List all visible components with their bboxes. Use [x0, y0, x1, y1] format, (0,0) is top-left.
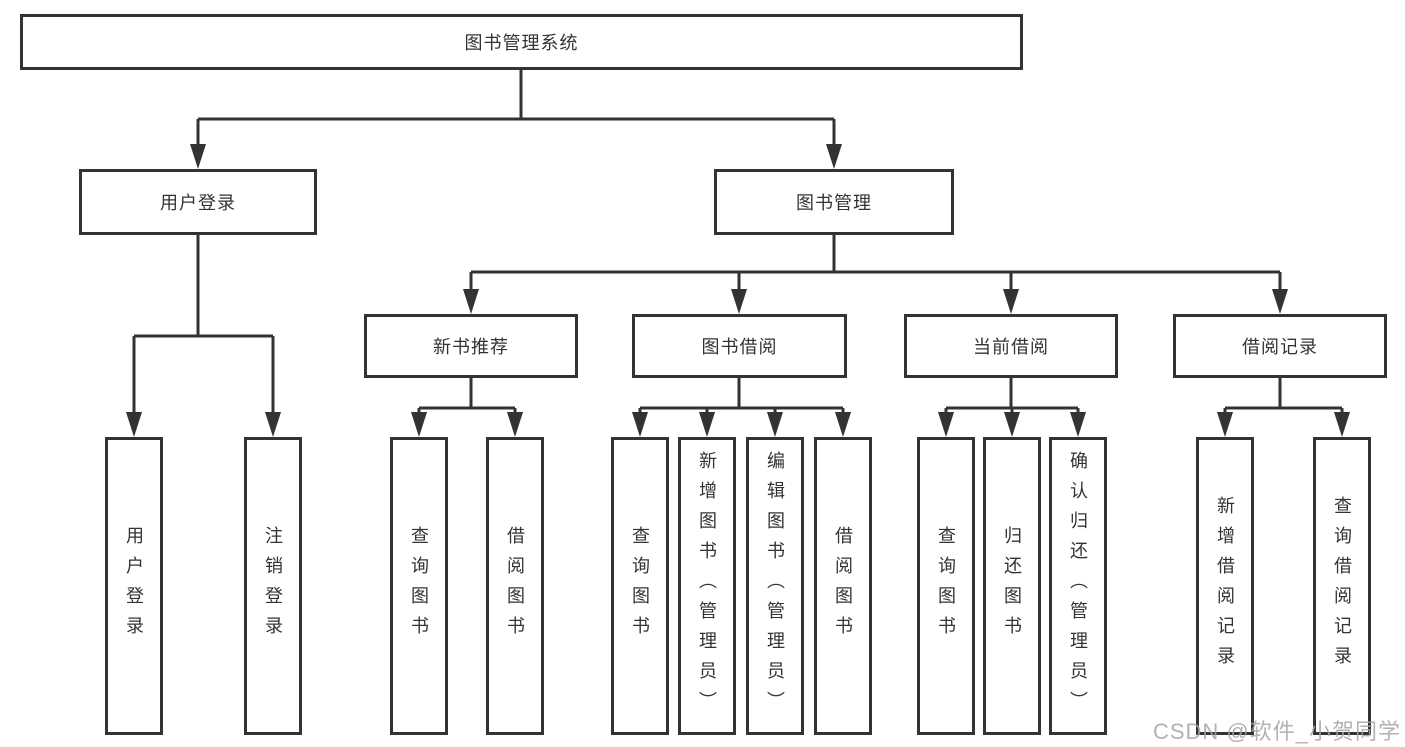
node-user-login: 用户登录 — [79, 169, 317, 235]
leaf-query-books-2: 查询图书 — [611, 437, 669, 735]
leaf-confirm-return-admin: 确认归还（管理员） — [1049, 437, 1107, 735]
leaf-return-book: 归还图书 — [983, 437, 1041, 735]
leaf-add-borrow-record: 新增借阅记录 — [1196, 437, 1254, 735]
leaf-label: 注销登录 — [263, 526, 283, 646]
watermark-text: CSDN @软件_小贺同学 — [1152, 719, 1401, 744]
node-current-borrowing: 当前借阅 — [904, 314, 1118, 378]
leaf-label: 查询借阅记录 — [1332, 496, 1352, 676]
leaf-borrow-books: 借阅图书 — [486, 437, 544, 735]
leaf-logout-login: 注销登录 — [244, 437, 302, 735]
leaf-label: 确认归还（管理员） — [1068, 451, 1088, 721]
leaf-label: 编辑图书（管理员） — [765, 451, 785, 721]
leaf-label: 新增图书（管理员） — [697, 451, 717, 721]
leaf-user-login: 用户登录 — [105, 437, 163, 735]
leaf-label: 查询图书 — [409, 526, 429, 646]
node-new-book-recommendation: 新书推荐 — [364, 314, 578, 378]
node-book-management: 图书管理 — [714, 169, 954, 235]
node-label: 图书管理 — [796, 193, 872, 213]
leaf-label: 查询图书 — [630, 526, 650, 646]
node-library-management-system: 图书管理系统 — [20, 14, 1023, 70]
leaf-label: 借阅图书 — [833, 526, 853, 646]
node-label: 用户登录 — [160, 193, 236, 213]
leaf-label: 查询图书 — [936, 526, 956, 646]
node-label: 当前借阅 — [973, 337, 1049, 357]
leaf-borrow-books-2: 借阅图书 — [814, 437, 872, 735]
node-borrowing-records: 借阅记录 — [1173, 314, 1387, 378]
node-label: 新书推荐 — [433, 337, 509, 357]
leaf-query-borrow-record: 查询借阅记录 — [1313, 437, 1371, 735]
node-label: 图书借阅 — [701, 337, 778, 357]
leaf-label: 归还图书 — [1002, 526, 1022, 646]
leaf-query-books: 查询图书 — [390, 437, 448, 735]
leaf-label: 借阅图书 — [505, 526, 525, 646]
leaf-edit-book-admin: 编辑图书（管理员） — [746, 437, 804, 735]
node-book-borrowing: 图书借阅 — [632, 314, 847, 378]
leaf-label: 用户登录 — [124, 526, 144, 646]
node-label: 借阅记录 — [1242, 337, 1318, 357]
leaf-label: 新增借阅记录 — [1215, 496, 1235, 676]
leaf-add-book-admin: 新增图书（管理员） — [678, 437, 736, 735]
node-label: 图书管理系统 — [464, 33, 579, 53]
leaf-query-books-3: 查询图书 — [917, 437, 975, 735]
